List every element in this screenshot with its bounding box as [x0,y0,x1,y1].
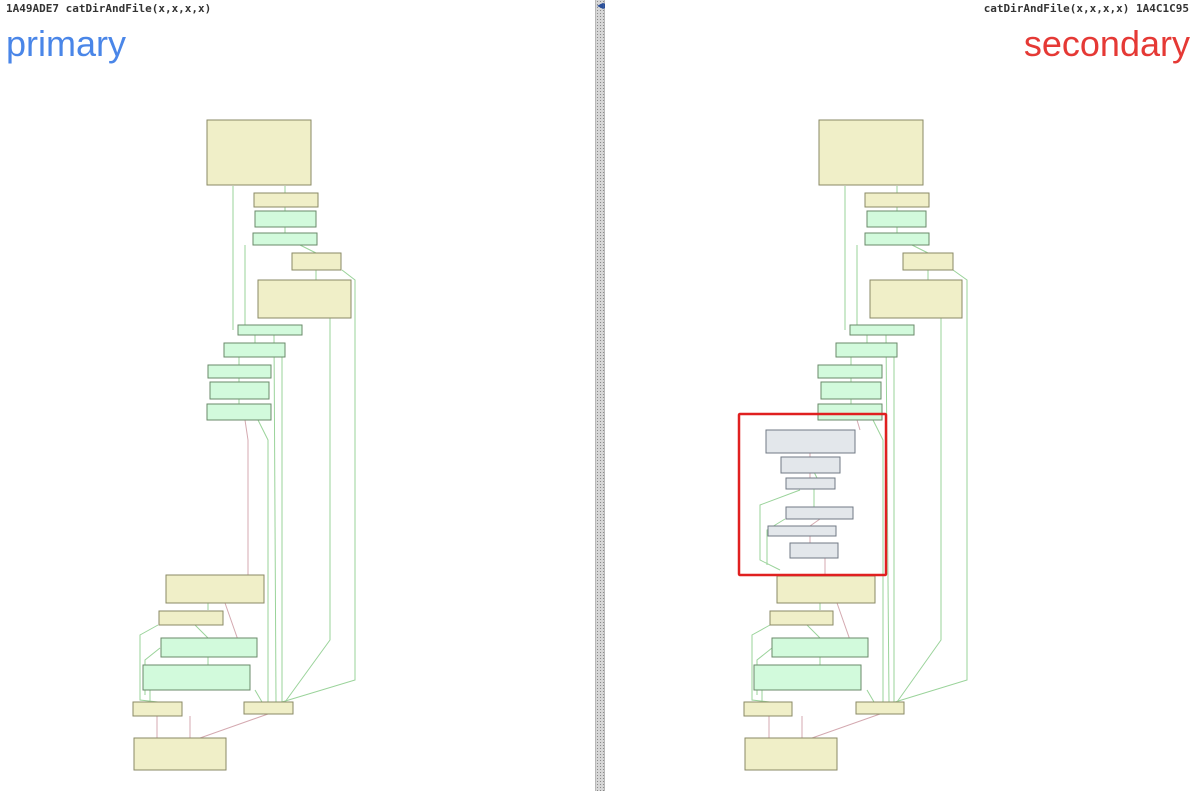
primary-pane[interactable]: 1A49ADE7 catDirAndFile(x,x,x,x) primary [0,0,595,791]
secondary-title: secondary [1023,23,1190,64]
secondary-flow-graph[interactable] [605,0,1200,791]
primary-title: primary [6,23,127,64]
triangle-left-right-icon[interactable]: ◀▶ [597,1,610,10]
pane-splitter[interactable]: ◀▶ [595,0,609,791]
primary-function-header: 1A49ADE7 catDirAndFile(x,x,x,x) [6,2,212,15]
primary-flow-graph[interactable] [0,0,595,791]
secondary-function-header: catDirAndFile(x,x,x,x) 1A4C1C95 [983,2,1189,15]
secondary-pane[interactable]: catDirAndFile(x,x,x,x) 1A4C1C95 secondar… [605,0,1200,791]
changed-region-highlight [737,412,888,577]
